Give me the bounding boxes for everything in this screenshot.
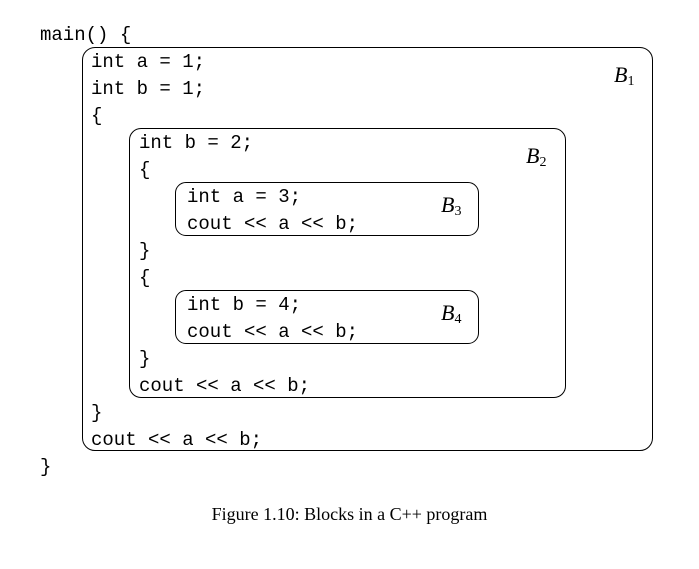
block-b1-box (82, 47, 653, 451)
code-line: } (91, 402, 103, 424)
block-b2-box (129, 128, 566, 398)
code-line-main-open: main() { (40, 24, 132, 46)
code-line: int b = 4; (187, 294, 302, 316)
code-line: } (139, 240, 151, 262)
code-line: { (91, 105, 103, 127)
block-b4-box (175, 290, 479, 344)
code-line: int b = 1; (91, 78, 206, 100)
code-line: cout << a << b; (187, 213, 359, 235)
code-line: cout << a << b; (91, 429, 263, 451)
block-b3-box (175, 182, 479, 236)
block-b3-label: B3 (441, 192, 462, 220)
code-line: int b = 2; (139, 132, 254, 154)
code-line: { (139, 159, 151, 181)
block-b2-label: B2 (526, 143, 547, 171)
code-line: } (139, 348, 151, 370)
figure-caption: Figure 1.10: Blocks in a C++ program (211, 504, 488, 524)
block-b4-label: B4 (441, 300, 462, 328)
code-line: { (139, 267, 151, 289)
code-line: int a = 1; (91, 51, 206, 73)
code-line: cout << a << b; (139, 375, 311, 397)
code-line: int a = 3; (187, 186, 302, 208)
code-line-main-close: } (40, 456, 52, 478)
code-line: cout << a << b; (187, 321, 359, 343)
block-b1-label: B1 (614, 62, 635, 90)
